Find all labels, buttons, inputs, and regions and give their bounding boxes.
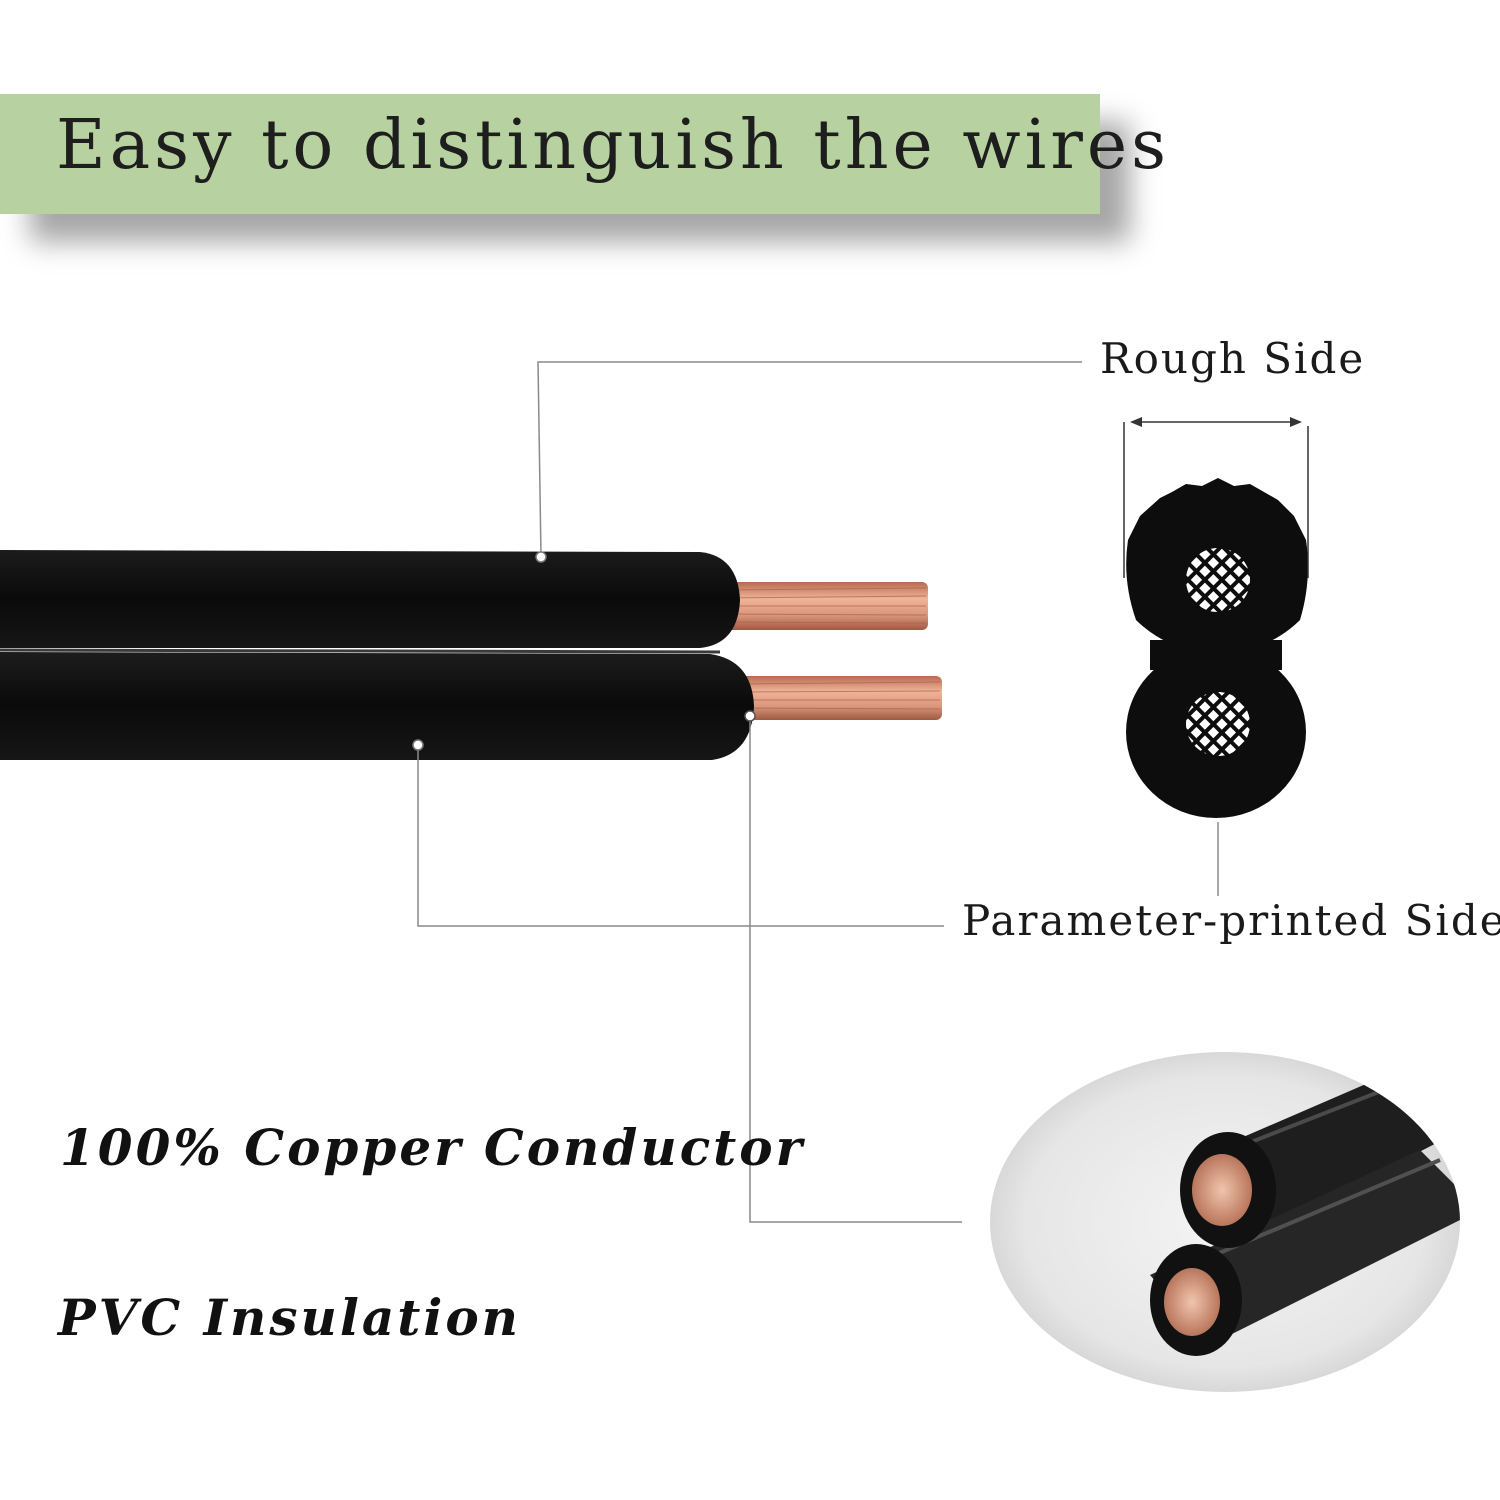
leader-conductor <box>749 716 962 1223</box>
copper-conductor-label: 100% Copper Conductor <box>60 1118 805 1177</box>
insulation-bottom <box>0 652 754 760</box>
insulation-top <box>0 550 740 648</box>
parameter-side-label: Parameter-printed Side <box>962 896 1500 945</box>
copper-strands-top <box>718 582 928 630</box>
pvc-insulation-label: PVC Insulation <box>58 1288 522 1347</box>
cross-section <box>1123 417 1309 818</box>
banner-title: Easy to distinguish the wires <box>56 106 1170 185</box>
leader-rough-side <box>537 361 1082 557</box>
marker-dot <box>412 739 424 751</box>
copper-strands-bottom <box>732 676 942 720</box>
marker-dot <box>744 710 756 722</box>
conductor-mesh-bottom <box>1186 692 1250 756</box>
rough-side-label: Rough Side <box>1100 334 1366 383</box>
conductor-mesh-top <box>1186 548 1250 612</box>
leader-parameter-side <box>417 744 944 927</box>
title-banner <box>0 94 1100 214</box>
cable-photo-inset <box>990 1052 1460 1392</box>
leader-lines <box>417 361 1219 1223</box>
marker-dot <box>535 551 547 563</box>
